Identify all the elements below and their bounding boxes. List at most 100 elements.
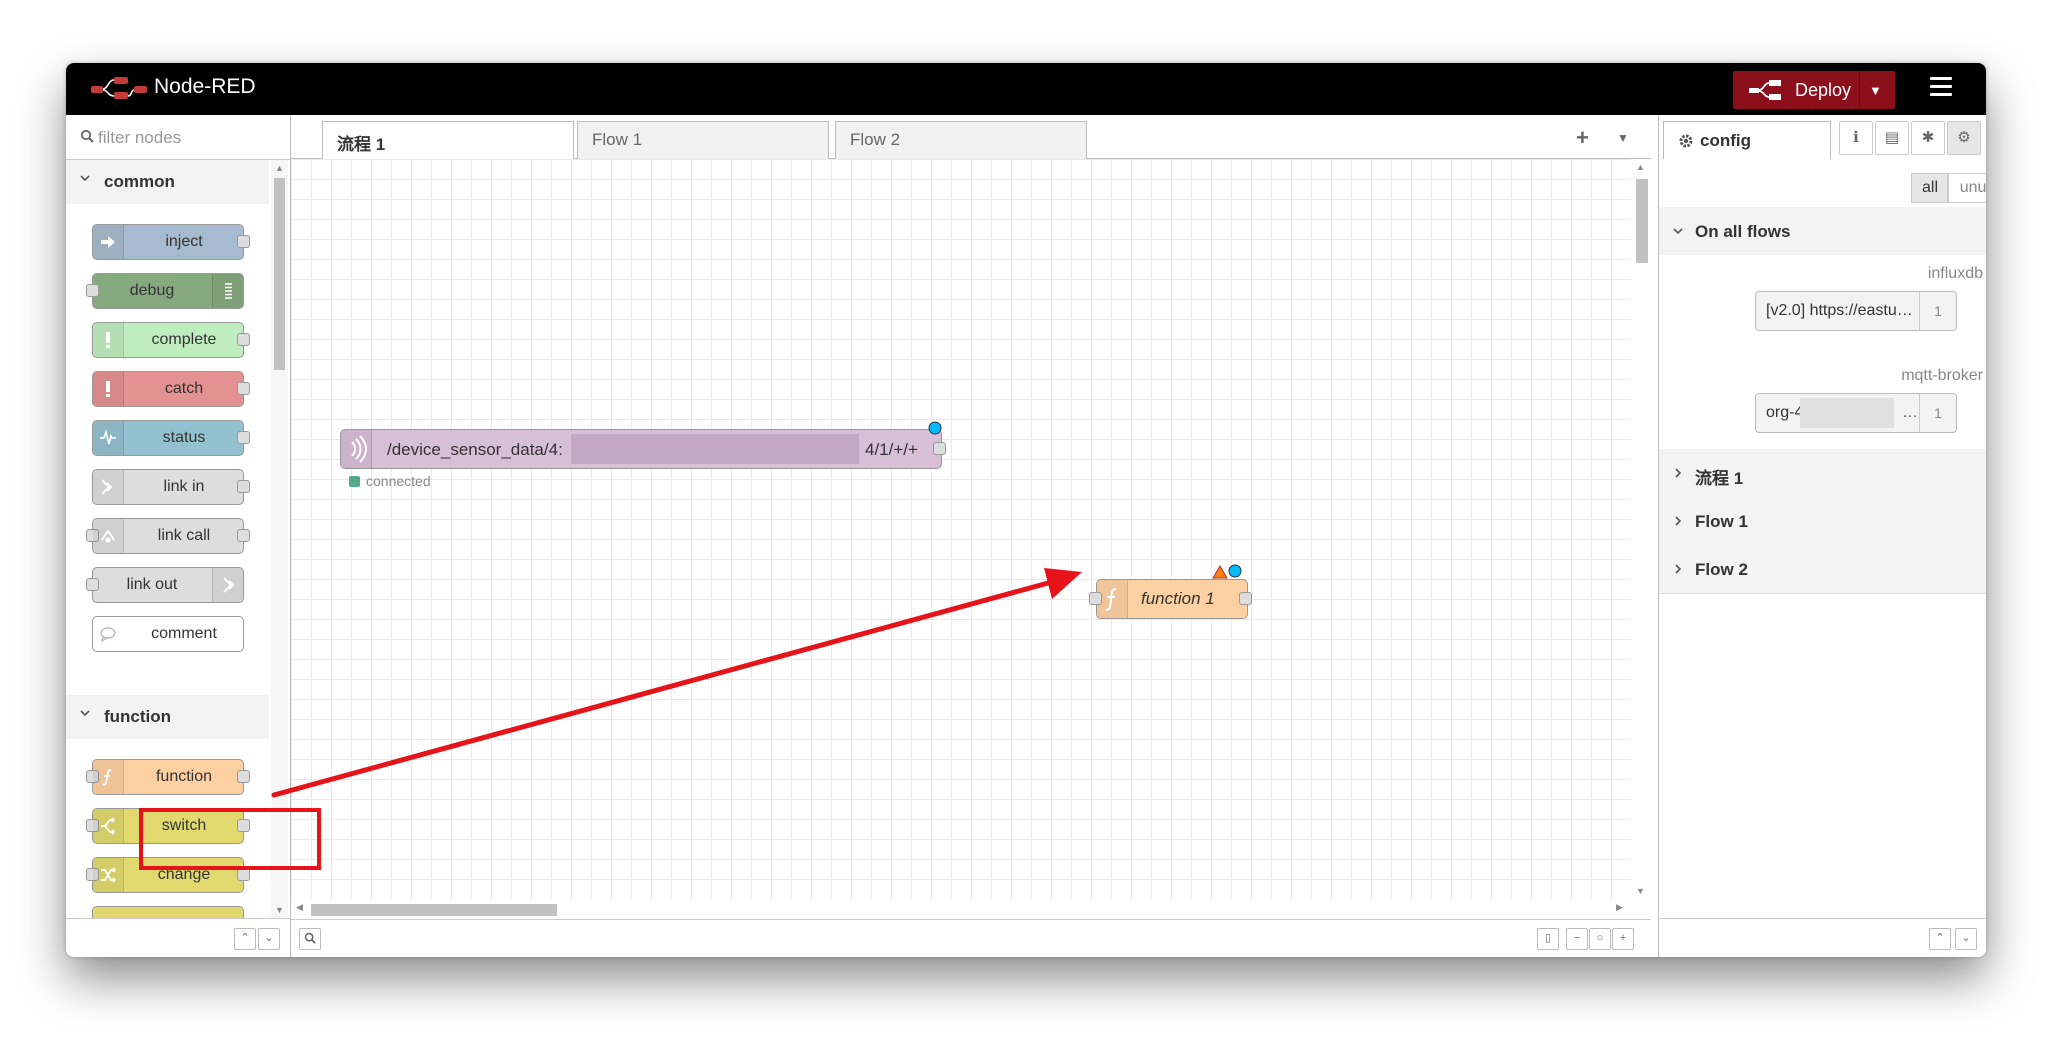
scroll-up-icon[interactable]: ▲ xyxy=(1636,162,1645,172)
canvas-vertical-scrollbar[interactable]: ▲ ▼ xyxy=(1631,159,1651,899)
config-node-mqtt-broker[interactable]: org-4 … 1 xyxy=(1755,393,1957,433)
comment-icon xyxy=(93,617,123,651)
palette-scroll-thumb[interactable] xyxy=(274,178,285,370)
palette-node-link-call[interactable]: link call xyxy=(86,518,250,554)
input-port xyxy=(86,529,99,542)
search-flows-button[interactable] xyxy=(299,928,321,950)
function-input-port[interactable] xyxy=(1089,592,1102,605)
section-on-all-flows[interactable]: On all flows xyxy=(1659,207,1986,256)
palette-filter-input[interactable]: filter nodes xyxy=(98,128,182,147)
section-label: Flow 2 xyxy=(1695,560,1748,579)
scroll-down-icon[interactable]: ▼ xyxy=(275,905,284,915)
workspace-footer: ▯ − ○ + xyxy=(291,919,1651,957)
config-node-label: org-4 xyxy=(1766,404,1804,421)
sidebar: config ℹ ▤ ✱ ⚙ ▼ all unused On all flows… xyxy=(1658,115,1986,957)
collapse-all-icon[interactable]: ⌃ xyxy=(234,928,256,950)
expand-all-icon[interactable]: ⌄ xyxy=(1955,928,1977,950)
input-port xyxy=(86,578,99,591)
tab-config[interactable]: config xyxy=(1663,121,1831,160)
exclamation-icon xyxy=(93,372,124,406)
deploy-separator xyxy=(1859,71,1860,109)
config-node-label: [v2.0] https://eastu… xyxy=(1766,302,1913,319)
zoom-in-icon[interactable]: + xyxy=(1612,928,1634,950)
mqtt-wave-icon xyxy=(341,430,372,468)
mqtt-status: connected xyxy=(349,473,431,489)
scroll-right-icon[interactable]: ▶ xyxy=(1616,902,1623,912)
tab-label: Flow 1 xyxy=(592,130,643,149)
input-port xyxy=(86,868,99,881)
palette-node-catch[interactable]: catch xyxy=(92,371,250,407)
expand-all-icon[interactable]: ⌄ xyxy=(258,928,280,950)
section-flow-1[interactable]: Flow 1 xyxy=(1659,497,1986,546)
section-flow-2[interactable]: Flow 2 xyxy=(1659,545,1986,594)
config-tab-button[interactable]: ⚙ xyxy=(1947,121,1981,155)
palette-node-partial[interactable] xyxy=(92,906,244,918)
changed-dot-icon xyxy=(1228,564,1242,578)
category-function-header[interactable]: function xyxy=(66,695,269,739)
chevron-right-icon xyxy=(1675,564,1682,574)
input-port xyxy=(86,284,99,297)
palette-node-comment[interactable]: comment xyxy=(92,616,244,652)
help-tab-button[interactable]: ▤ xyxy=(1875,121,1909,155)
flow-canvas[interactable]: /device_sensor_data/4: 4/1/+/+ connected… xyxy=(291,159,1631,899)
main-menu-button[interactable] xyxy=(1930,77,1952,99)
deploy-button[interactable]: Deploy ▼ xyxy=(1733,71,1895,109)
config-node-influxdb[interactable]: [v2.0] https://eastu… 1 xyxy=(1755,291,1957,331)
canvas-vscroll-thumb[interactable] xyxy=(1636,179,1648,263)
add-flow-icon[interactable]: + xyxy=(1576,125,1589,150)
tab-menu-caret-icon[interactable]: ▼ xyxy=(1617,131,1629,145)
palette-node-change[interactable]: change xyxy=(86,857,250,893)
palette-node-label: status xyxy=(162,429,206,446)
node-red-logo-icon xyxy=(91,77,147,99)
scroll-up-icon[interactable]: ▲ xyxy=(275,163,284,173)
category-label: common xyxy=(104,172,175,191)
tab-flow-1[interactable]: Flow 1 xyxy=(577,121,829,159)
palette-node-switch[interactable]: switch xyxy=(86,808,250,844)
changed-dot-icon xyxy=(928,421,942,435)
deploy-menu-caret-icon[interactable]: ▼ xyxy=(1869,83,1882,98)
debug-tab-button[interactable]: ✱ xyxy=(1911,121,1945,155)
node-palette: filter nodes common inject debug xyxy=(66,115,291,957)
book-icon: ▤ xyxy=(1884,129,1900,146)
palette-node-label: switch xyxy=(161,817,207,834)
switch-icon xyxy=(93,809,124,843)
zoom-reset-icon[interactable]: ○ xyxy=(1589,928,1611,950)
canvas-hscroll-thumb[interactable] xyxy=(311,904,557,916)
output-port xyxy=(237,235,250,248)
link-out-icon xyxy=(212,568,243,602)
redacted-topic-block xyxy=(571,434,859,464)
tab-flow-zh-1[interactable]: 流程 1 xyxy=(322,121,574,160)
palette-node-label: link out xyxy=(126,576,178,593)
navigator-map-icon[interactable]: ▯ xyxy=(1537,928,1559,950)
gear-icon xyxy=(1679,134,1693,148)
mqtt-in-node[interactable]: /device_sensor_data/4: 4/1/+/+ xyxy=(340,429,942,469)
palette-node-inject[interactable]: inject xyxy=(92,224,250,260)
tab-flow-2[interactable]: Flow 2 xyxy=(835,121,1087,159)
function-node[interactable]: function 1 xyxy=(1096,579,1248,619)
zoom-out-icon[interactable]: − xyxy=(1566,928,1588,950)
info-icon: ℹ xyxy=(1853,129,1859,146)
filter-all-button[interactable]: all xyxy=(1911,173,1949,203)
mqtt-topic-label: /device_sensor_data/4: xyxy=(387,440,563,459)
palette-filter[interactable]: filter nodes xyxy=(66,115,290,160)
palette-node-link-out[interactable]: link out xyxy=(86,567,244,603)
scroll-down-icon[interactable]: ▼ xyxy=(1636,886,1645,896)
palette-node-function[interactable]: function xyxy=(86,759,250,795)
info-tab-button[interactable]: ℹ xyxy=(1839,121,1873,155)
mqtt-topic-label-end: 4/1/+/+ xyxy=(865,440,918,459)
mqtt-output-port[interactable] xyxy=(933,442,946,455)
palette-node-complete[interactable]: complete xyxy=(92,322,250,358)
palette-node-label: complete xyxy=(151,331,217,348)
palette-node-link-in[interactable]: link in xyxy=(92,469,250,505)
section-label: Flow 1 xyxy=(1695,512,1748,531)
palette-scrollbar[interactable]: ▲ ▼ xyxy=(271,160,288,918)
function-output-port[interactable] xyxy=(1239,592,1252,605)
palette-node-debug[interactable]: debug xyxy=(86,273,244,309)
canvas-horizontal-scrollbar[interactable]: ◀ ▶ xyxy=(291,899,1651,919)
category-common-header[interactable]: common xyxy=(66,160,269,204)
status-dot-icon xyxy=(349,476,360,487)
collapse-all-icon[interactable]: ⌃ xyxy=(1929,928,1951,950)
palette-node-status[interactable]: status xyxy=(92,420,250,456)
scroll-left-icon[interactable]: ◀ xyxy=(296,902,303,912)
filter-unused-button[interactable]: unused xyxy=(1947,173,1986,203)
